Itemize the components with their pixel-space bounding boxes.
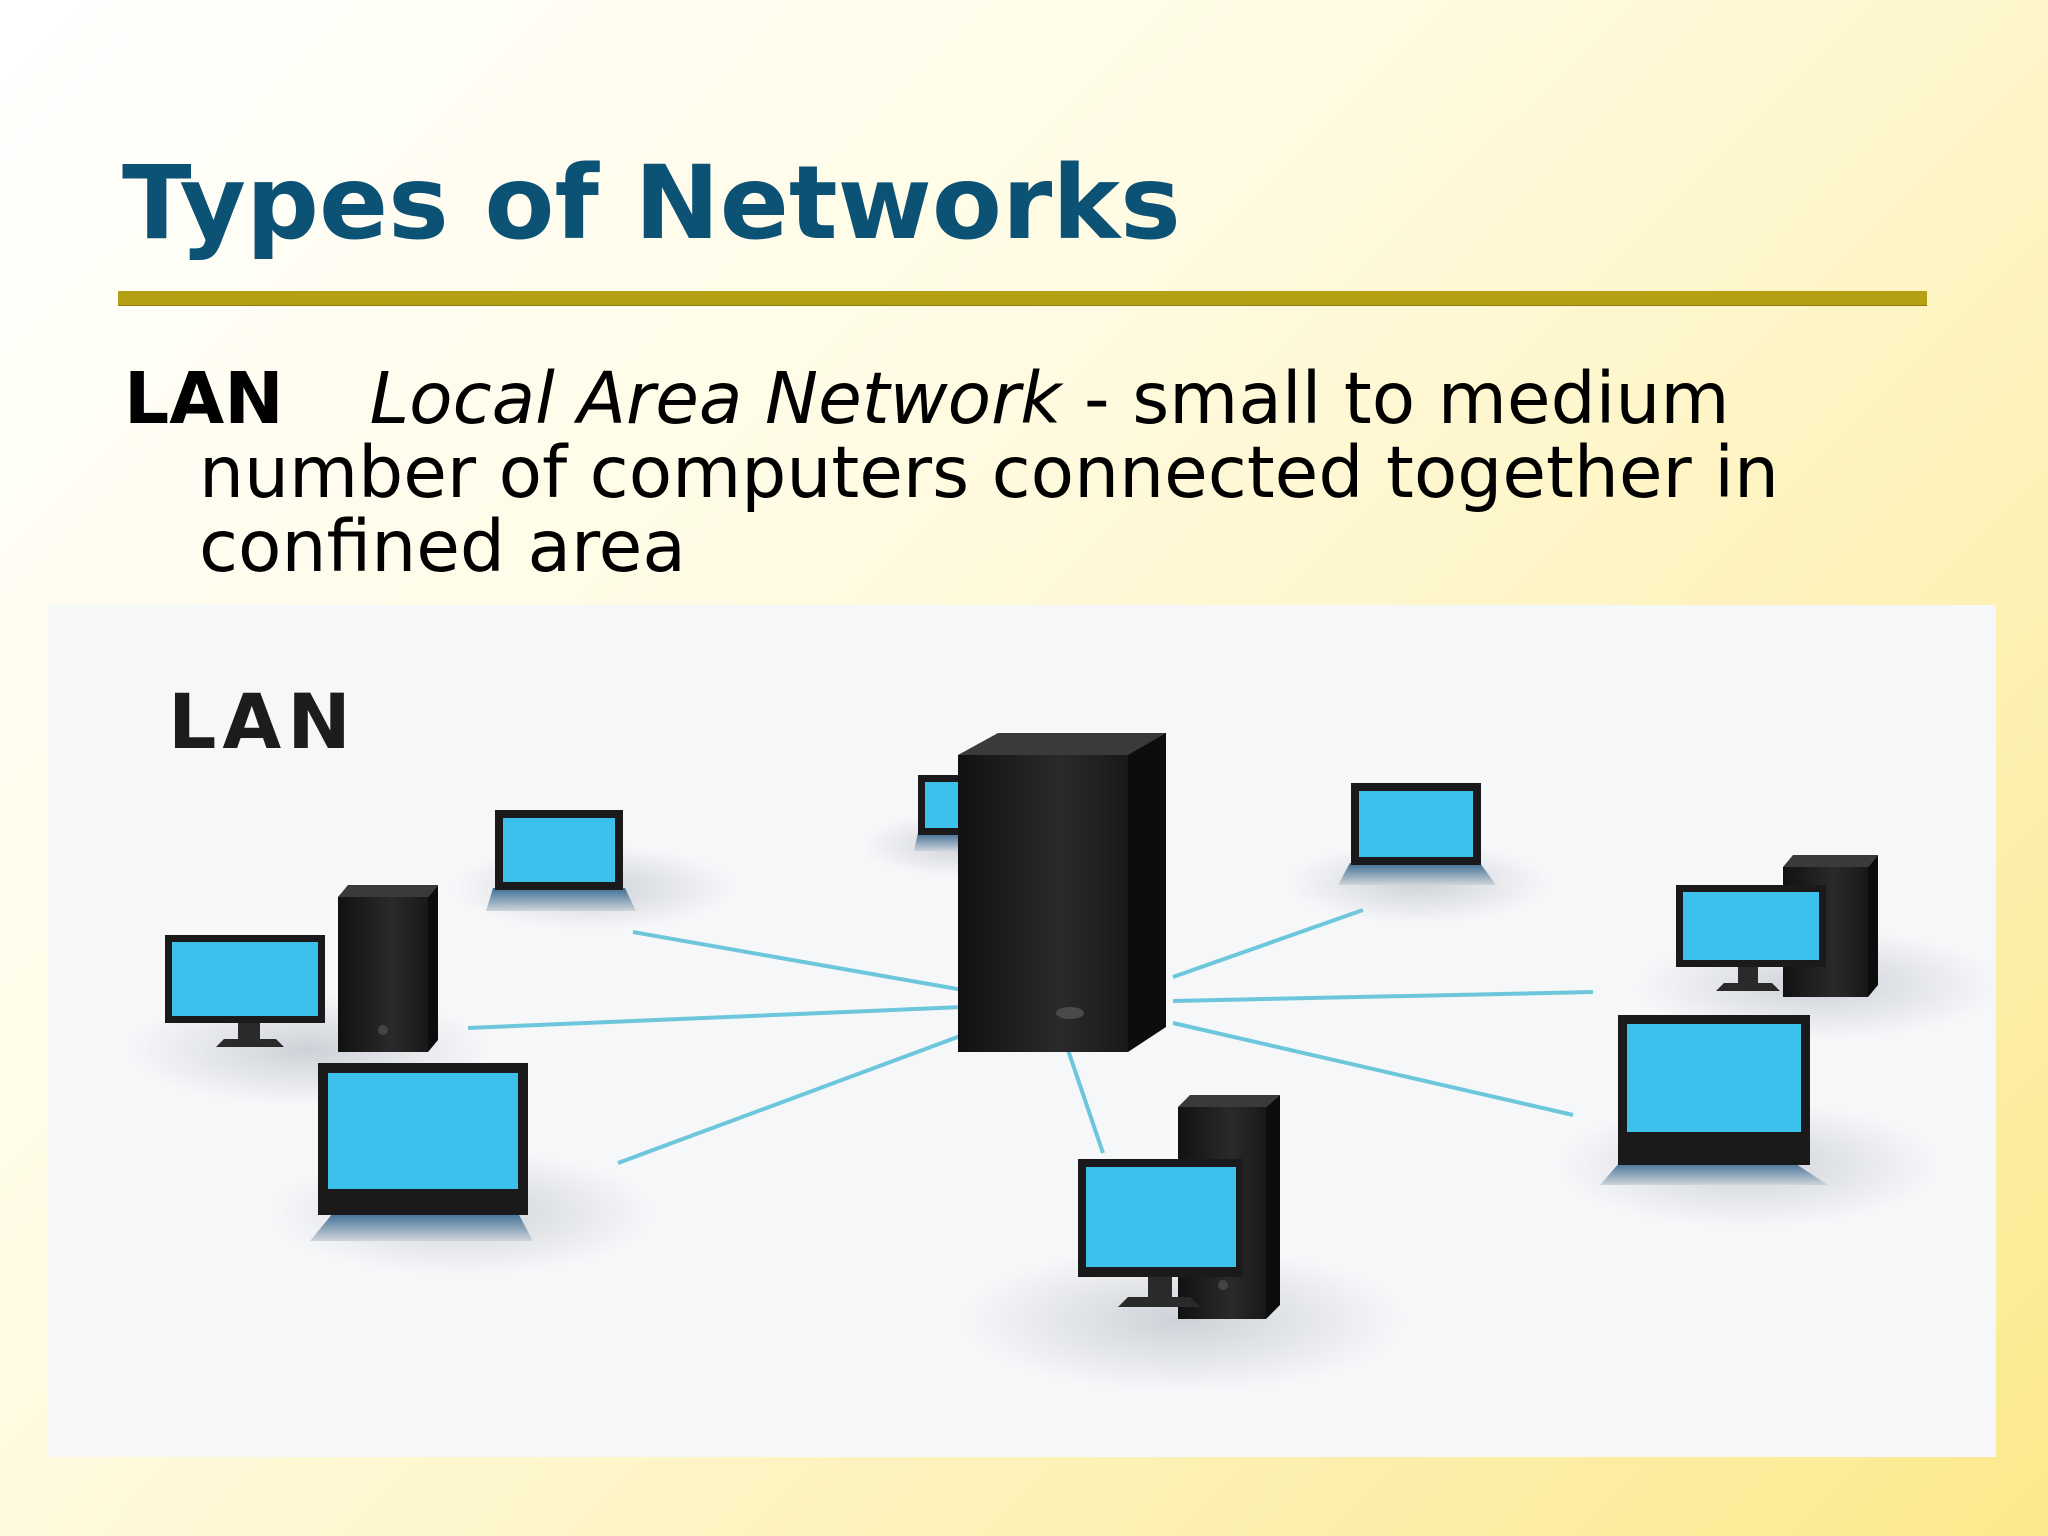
cable-laptop-top-right bbox=[1172, 908, 1364, 979]
screen-laptop-top-left bbox=[503, 818, 615, 882]
desktop-bottom bbox=[1078, 1095, 1280, 1319]
cable-laptop-top-left bbox=[632, 930, 964, 992]
lan-diagram: LAN bbox=[48, 605, 1996, 1457]
network-cables bbox=[467, 908, 1594, 1165]
cable-desktop-left bbox=[467, 1005, 964, 1030]
desktop-right bbox=[1676, 855, 1878, 997]
slide-title: Types of Networks bbox=[122, 144, 1181, 263]
cable-laptop-right bbox=[1172, 1021, 1574, 1117]
laptop-top-right bbox=[1338, 783, 1496, 885]
laptop-top-left bbox=[486, 810, 636, 911]
server-tower bbox=[958, 733, 1166, 1052]
screen-laptop-right bbox=[1627, 1024, 1801, 1132]
laptop-right bbox=[1600, 1015, 1828, 1185]
definition-expansion: Local Area Network bbox=[369, 357, 1062, 440]
screen-laptop-left bbox=[328, 1073, 518, 1189]
title-divider bbox=[118, 291, 1927, 305]
desktop-left bbox=[165, 885, 438, 1052]
definition-term: LAN bbox=[124, 357, 284, 440]
lan-diagram-canvas: LAN bbox=[128, 677, 1996, 1392]
definition-description: - small to medium number of computers co… bbox=[199, 357, 1780, 588]
screen-desktop-right bbox=[1683, 892, 1819, 960]
laptop-left bbox=[310, 1063, 533, 1241]
diagram-label: LAN bbox=[168, 677, 357, 766]
screen-desktop-left bbox=[172, 942, 318, 1016]
screen-laptop-top-right bbox=[1359, 791, 1473, 857]
cable-desktop-bottom bbox=[1066, 1049, 1105, 1154]
cable-desktop-right bbox=[1172, 990, 1594, 1003]
cable-laptop-left bbox=[617, 1033, 964, 1165]
screen-desktop-bottom bbox=[1086, 1167, 1236, 1267]
